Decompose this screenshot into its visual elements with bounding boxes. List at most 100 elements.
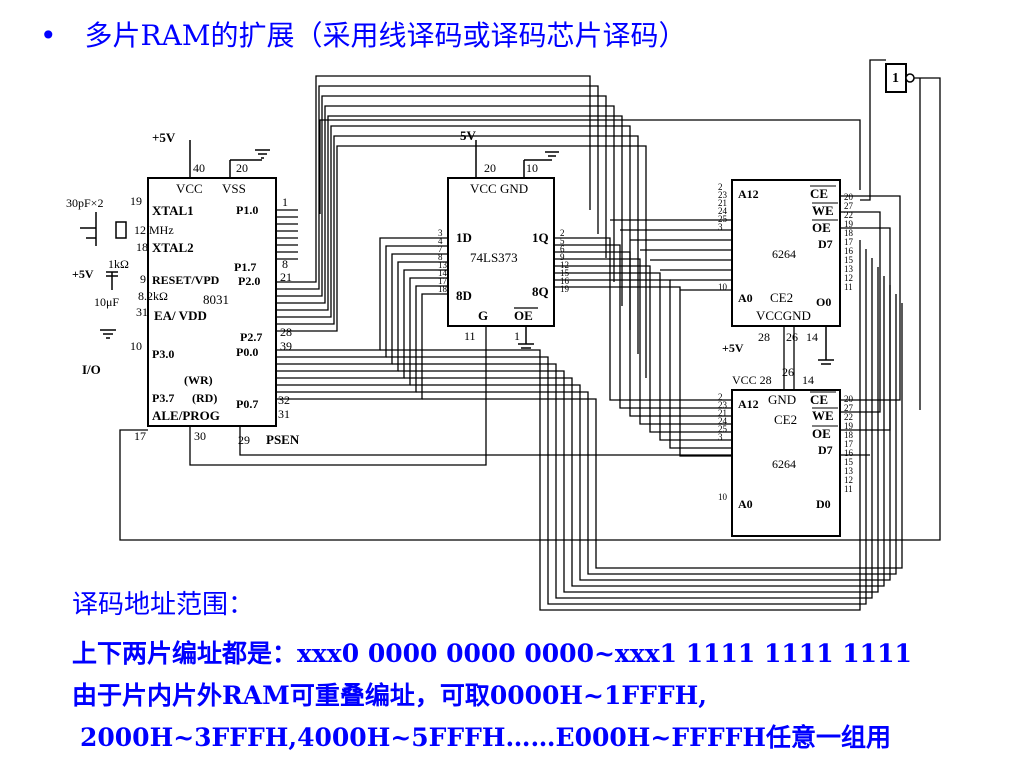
svg-text:A0: A0	[738, 497, 753, 511]
ram1-right-pin-number: 20	[844, 192, 854, 202]
svg-text:19: 19	[130, 194, 142, 208]
ram1-right-pin-number: 17	[844, 237, 854, 247]
svg-text:A12: A12	[738, 187, 759, 201]
mcu-model: 8031	[203, 292, 229, 307]
ram1-left-pin-number: 21	[718, 198, 727, 208]
latch-output-pin-number: 12	[560, 260, 569, 270]
svg-text:A0: A0	[738, 291, 753, 305]
svg-text:D0: D0	[816, 497, 831, 511]
svg-text:VCCGND: VCCGND	[756, 308, 811, 323]
ram1-right-pin-number: 12	[844, 273, 853, 283]
svg-text:30: 30	[194, 429, 206, 443]
ram2-right-pin-number: 22	[844, 412, 853, 422]
svg-text:10: 10	[526, 161, 538, 175]
latch-8q: 8Q	[532, 284, 549, 299]
ram1-right-pin-number: 27	[844, 201, 854, 211]
svg-text:+5V: +5V	[72, 267, 94, 281]
ram2-left-pin-number: 2	[718, 392, 723, 402]
svg-text:31: 31	[136, 305, 148, 319]
svg-text:8.2kΩ: 8.2kΩ	[138, 289, 168, 303]
svg-text:12 MHz: 12 MHz	[134, 223, 174, 237]
svg-text:39: 39	[280, 339, 292, 353]
crystal-icon	[80, 212, 127, 246]
mcu-p30: P3.0	[152, 347, 174, 361]
ram2-left-pin-number: 23	[718, 400, 728, 410]
latch-input-pin-number: 8	[438, 252, 443, 262]
svg-text:9: 9	[140, 272, 146, 286]
mcu-body	[147, 177, 277, 427]
latch-output-pin-number: 19	[560, 284, 570, 294]
mcu-vss: VSS	[222, 181, 246, 196]
ram1-left-pin-number: 24	[718, 206, 728, 216]
svg-text:40: 40	[193, 161, 205, 175]
ram1-right-pin-number: 19	[844, 219, 854, 229]
ram2-body	[731, 389, 841, 537]
svg-text:CE2: CE2	[774, 412, 797, 427]
ram-6264-upper: A12 CE WE OE D7 6264 A0 CE2 O0 VCCGND 28…	[718, 179, 854, 365]
mcu-vcc: VCC	[176, 181, 203, 196]
svg-text:32: 32	[278, 393, 290, 407]
svg-text:21: 21	[280, 270, 292, 284]
svg-text:O0: O0	[816, 295, 831, 309]
ram2-left-pin-number: 24	[718, 416, 728, 426]
ram2-right-pin-number: 11	[844, 484, 853, 494]
ram1-right-pin-number: 22	[844, 210, 853, 220]
title-bullet: •	[40, 19, 57, 52]
ram1-left-pin-number: 3	[718, 222, 723, 232]
svg-text:D7: D7	[818, 237, 833, 251]
ram1-right-pin-number: 18	[844, 228, 854, 238]
svg-text:VCC 28: VCC 28	[732, 373, 772, 387]
svg-text:CE: CE	[810, 186, 828, 201]
mcu-p17: P1.7	[234, 260, 256, 274]
ram2-right-pin-number: 16	[844, 448, 854, 458]
mcu-p07: P0.7	[236, 397, 258, 411]
slide-title: •多片RAM的扩展（采用线译码或译码芯片译码）	[40, 14, 687, 54]
svg-text:1kΩ: 1kΩ	[108, 257, 129, 271]
latch-oe: OE	[514, 308, 533, 323]
ram2-left-pin-number: 25	[718, 424, 728, 434]
svg-text:20: 20	[484, 161, 496, 175]
svg-text:10: 10	[130, 339, 142, 353]
latch-input-pin-number: 13	[438, 260, 448, 270]
svg-text:30pF×2: 30pF×2	[66, 196, 103, 210]
inverter-gate-icon: 1	[885, 63, 915, 93]
overlap-note-line: 由于片内片外RAM可重叠编址，可取0000H~1FFFH,	[72, 681, 707, 710]
latch-output-pin-number: 16	[560, 276, 570, 286]
mcu-vcc-label: +5V	[152, 130, 176, 145]
latch-output-pin-number: 6	[560, 244, 565, 254]
ram1-left-pin-number: 25	[718, 214, 728, 224]
latch-body	[447, 177, 555, 327]
mcu-p27: P2.7	[240, 330, 262, 344]
reset-circuit-icon	[100, 271, 118, 339]
latch-input-pin-number: 7	[438, 244, 443, 254]
ram2-left-pin-number: 3	[718, 432, 723, 442]
svg-text:CE: CE	[810, 392, 828, 407]
svg-text:D7: D7	[818, 443, 833, 457]
bus-wires	[119, 59, 941, 611]
svg-text:28: 28	[758, 330, 770, 344]
latch-input-pin-number: 14	[438, 268, 448, 278]
ram2-left-pin-number: 10	[718, 492, 728, 502]
ram2-right-pin-number: 20	[844, 394, 854, 404]
mcu-p37: P3.7	[152, 391, 174, 405]
svg-text:31: 31	[278, 407, 290, 421]
svg-text:20: 20	[236, 161, 248, 175]
ram2-left-pin-number: 21	[718, 408, 727, 418]
svg-text:18: 18	[136, 240, 148, 254]
svg-text:29: 29	[238, 433, 250, 447]
svg-text:17: 17	[134, 429, 146, 443]
svg-text:10μF: 10μF	[94, 295, 119, 309]
mcu-ea: EA/ VDD	[154, 308, 207, 323]
latch-output-pin-number: 2	[560, 228, 565, 238]
latch-output-pin-number: 15	[560, 268, 570, 278]
ram1-left-pin-number: 2	[718, 182, 723, 192]
svg-text:14: 14	[802, 373, 814, 387]
latch-g: G	[478, 308, 488, 323]
ram1-left-pin-number: 10	[718, 282, 728, 292]
svg-text:28: 28	[280, 325, 292, 339]
mcu-wr: (WR)	[184, 373, 213, 387]
ram2-right-pin-number: 15	[844, 457, 854, 467]
address-range-line: 上下两片编址都是：xxx0 0000 0000 0000~xxx1 1111 1…	[72, 639, 912, 668]
latch-vcc-gnd: VCC GND	[470, 181, 528, 196]
svg-text:1: 1	[282, 195, 288, 209]
